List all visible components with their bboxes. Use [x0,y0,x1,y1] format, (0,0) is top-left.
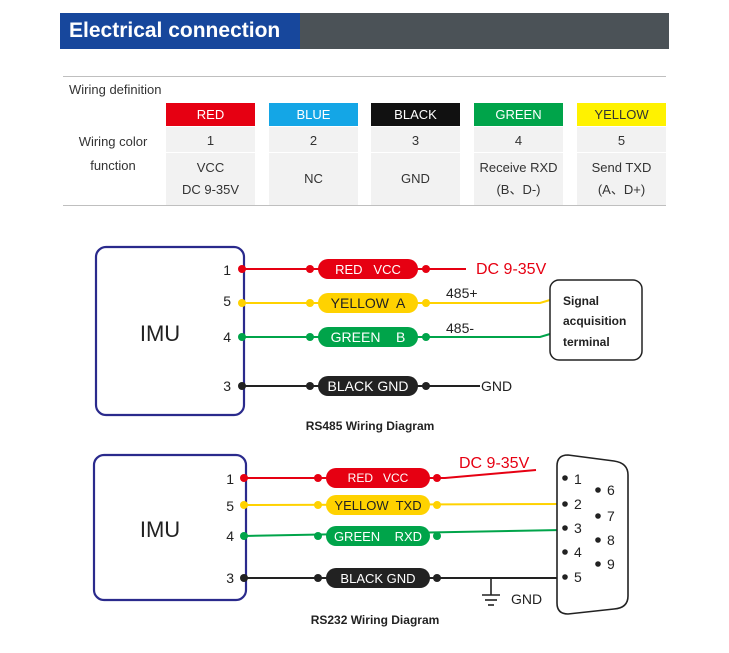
ground-icon [482,578,500,606]
signal-terminal-label-line: acquisition [563,314,626,328]
rs485-supply-label: DC 9-35V [476,261,547,278]
rs485-imu-box [94,245,246,417]
table-caption: Wiring definition [69,82,162,97]
function-line: VCC [196,160,225,175]
rs232-black-wire: BLACK GND [240,568,562,588]
db9-pin-label: 4 [574,544,582,560]
function-cell: VCC DC 9-35V [166,153,255,205]
rs232-green-wire-label: GREEN RXD [334,529,422,544]
color-cell: YELLOW [577,103,666,126]
db9-pin-label: 1 [574,471,582,487]
db9-connector-icon [556,454,629,615]
pin-number-cell: 1 [166,126,255,152]
table-top-rule [63,76,666,77]
rs485-diagram: IMU 1 5 4 3 RED VCC DC 9-35V YELLOW A 48… [94,245,643,433]
function-line: Send TXD [591,160,652,175]
rs485-pin-label: 1 [223,262,231,278]
table-column-black: BLACK 3 GND [371,103,460,205]
rs232-red-wire-label: RED VCC [348,471,409,485]
rs485-caption: RS485 Wiring Diagram [306,419,435,433]
rs232-caption: RS232 Wiring Diagram [311,613,440,627]
rs485-red-wire: RED VCC [238,259,466,279]
color-cell: GREEN [474,103,563,126]
color-cell: RED [166,103,255,126]
rs485-green-wire-label: GREEN B [331,329,406,345]
rs232-imu-box [92,453,248,602]
db9-pin-label: 7 [607,508,615,524]
function-cell: NC [269,153,358,205]
pin-number-cell: 5 [577,126,666,152]
rs485-yellow-wire: YELLOW A [238,293,551,313]
pin-number-cell: 2 [269,126,358,152]
rs232-yellow-wire-label: YELLOW TXD [334,498,421,513]
rs485-green-wire: GREEN B [238,327,551,347]
pin-number-cell: 3 [371,126,460,152]
db9-pin-label: 9 [607,556,615,572]
rs485-pin-label: 4 [223,329,231,345]
rs485-pin-label: 5 [223,293,231,309]
function-line: Receive RXD [479,160,558,175]
function-cell: Receive RXD (B、D-) [474,153,563,205]
page-title: Electrical connection [60,13,300,49]
function-line: NC [304,171,323,186]
function-line: GND [401,171,430,186]
rs232-imu-label: IMU [140,517,180,542]
row-label-line-2: function [90,158,136,173]
rs232-pin-label: 4 [226,528,234,544]
signal-terminal-label-line: Signal [563,294,599,308]
row-label-line-1: Wiring color [78,134,148,149]
function-cell: Send TXD (A、D+) [577,153,666,205]
table-column-red: RED 1 VCC DC 9-35V [166,103,255,205]
db9-pin-label: 5 [574,569,582,585]
rs485-black-wire-label: BLACK GND [328,378,409,394]
function-line: DC 9-35V [181,182,240,197]
rs232-pin-label: 1 [226,471,234,487]
table-column-yellow: YELLOW 5 Send TXD (A、D+) [577,103,666,205]
table-bottom-rule [63,205,666,206]
rs232-gnd-label: GND [511,591,542,607]
rs232-diagram: IMU 1 5 4 3 RED VCC DC 9-35V YELLOW TXD [92,453,629,627]
db9-pin-label: 6 [607,482,615,498]
function-line: (A、D+) [597,182,646,197]
signal-terminal-label-line: terminal [563,335,610,349]
rs485-yellow-wire-label: YELLOW A [331,295,406,311]
rs485-imu-label: IMU [140,321,180,346]
rs485-red-wire-label: RED VCC [335,262,401,277]
rs485-pin-label: 3 [223,378,231,394]
rs485-gnd-label: GND [481,378,512,394]
rs232-supply-label: DC 9-35V [459,455,530,472]
pin-number-cell: 4 [474,126,563,152]
db9-pin-label: 3 [574,520,582,536]
rs232-red-wire: RED VCC [240,468,537,488]
db9-pin-label: 8 [607,532,615,548]
function-cell: GND [371,153,460,205]
color-cell: BLACK [371,103,460,126]
rs232-pin-label: 3 [226,570,234,586]
db9-pin-label: 2 [574,496,582,512]
rs485-b-label: 485- [446,320,474,336]
rs485-black-wire: BLACK GND [238,376,480,396]
header-banner: Electrical connection [60,13,669,49]
table-column-green: GREEN 4 Receive RXD (B、D-) [474,103,563,205]
rs485-a-label: 485+ [446,285,478,301]
table-column-blue: BLUE 2 NC [269,103,358,205]
color-cell: BLUE [269,103,358,126]
rs232-pin-label: 5 [226,498,234,514]
signal-terminal-box [549,279,643,361]
rs232-yellow-wire: YELLOW TXD [240,495,563,515]
rs232-green-wire: GREEN RXD [240,526,563,546]
rs232-black-wire-label: BLACK GND [340,571,415,586]
function-line: (B、D-) [496,182,541,197]
